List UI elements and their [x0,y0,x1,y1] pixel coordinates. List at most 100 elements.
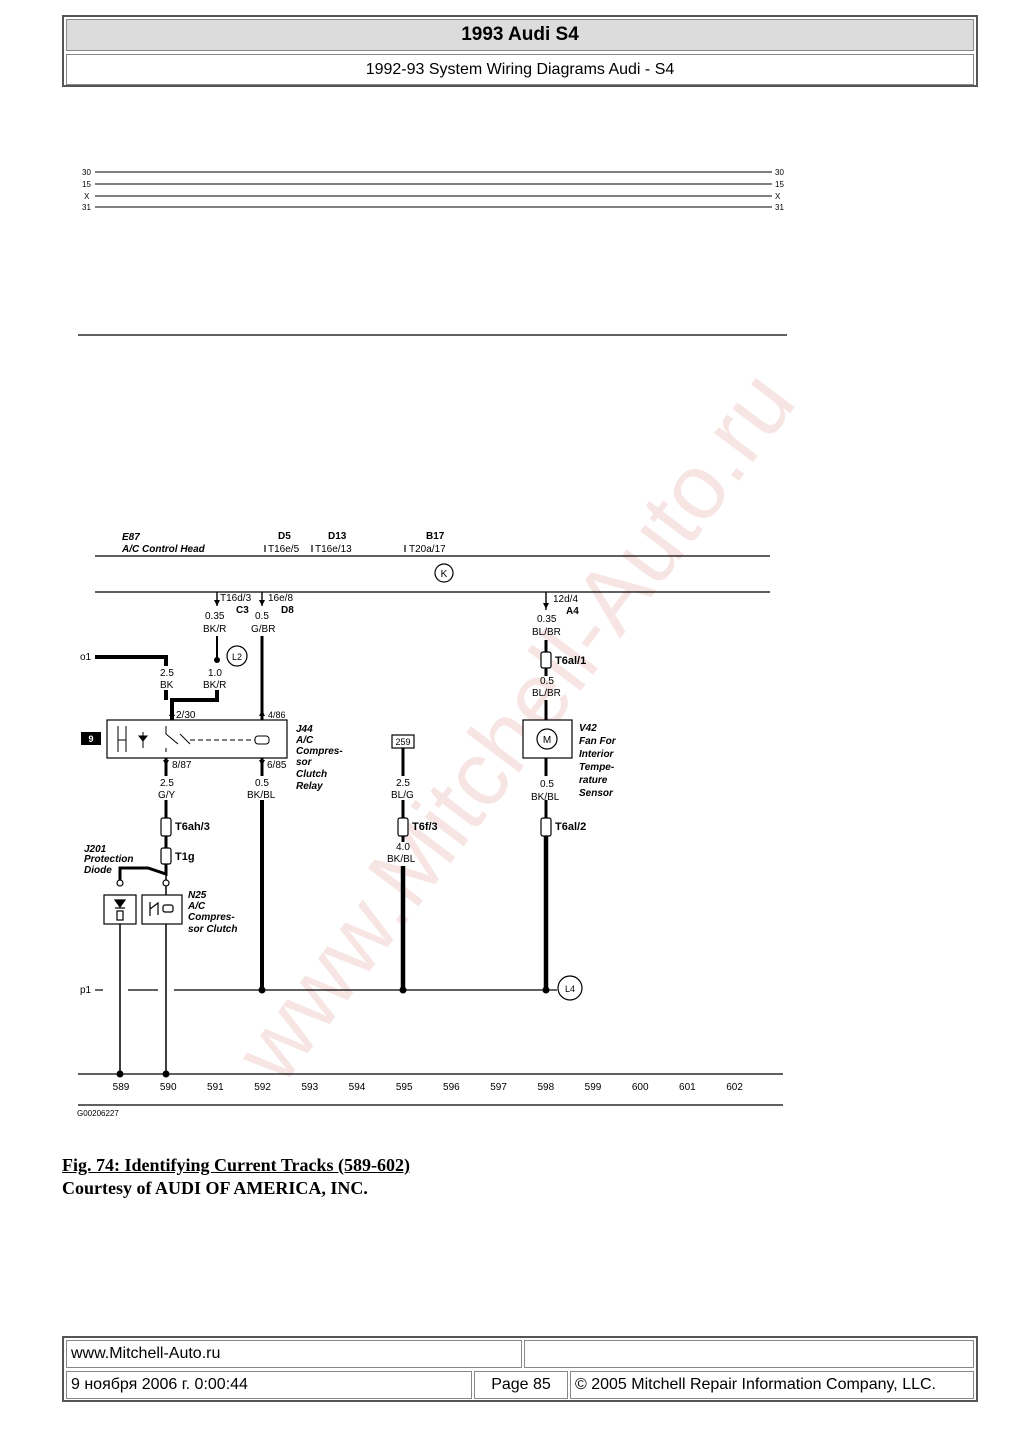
footer-page-number: Page 85 [474,1371,568,1399]
top-bus [95,171,772,208]
bus-label-30-left: 30 [82,168,91,177]
t16d3-label: T16d/3 [220,593,252,604]
bus-label-31-left: 31 [82,203,91,212]
t486-label: 4/86 [268,710,286,720]
t6f3-label: T6f/3 [412,821,438,833]
t12d4-label: 12d/4 [553,594,578,605]
t16e13-label: T16e/13 [315,544,352,555]
t16e5-label: T16e/5 [268,544,300,555]
wire-color-blg: BL/G [391,790,414,801]
wire-color-bkbl-2: BK/BL [387,854,416,865]
a4-label: A4 [566,606,579,617]
wire-color-gy: G/Y [158,790,176,801]
wire-size-25c: 2.5 [396,778,410,789]
wire-size-05c: 0.5 [540,676,554,687]
track-number: 597 [490,1082,507,1093]
track-number: 599 [585,1082,602,1093]
l4-connector: L4 [557,975,583,1001]
wire-size-05: 0.5 [255,611,269,622]
footer-date: 9 ноября 2006 г. 0:00:44 [66,1371,472,1399]
wire-size-25b: 2.5 [160,778,174,789]
k-connector-label: K [441,569,448,580]
bus-label-30-right: 30 [775,168,784,177]
t6ah3-label: T6ah/3 [175,821,210,833]
bus-label-15-left: 15 [82,180,91,189]
n25-compressor-clutch [141,879,183,925]
v42-fan-motor: M [522,719,573,759]
wire-size-035: 0.35 [205,611,225,622]
wire-color-bkr: BK/R [203,624,226,635]
wire-color-bk: BK [160,680,174,691]
ref-box-259-label: 259 [395,737,410,747]
ref-box-259: 259 [391,734,415,749]
t20a17-label: T20a/17 [409,544,446,555]
t16e8-label: 16e/8 [268,593,293,604]
l4-connector-label: L4 [565,984,575,994]
track-number: 594 [349,1082,366,1093]
l2-connector-label: L2 [232,652,242,662]
j44-relay: 9 2/30 4/86 8/87 6/85 [81,710,288,771]
track-number: 598 [537,1082,554,1093]
footer-site: www.Mitchell-Auto.ru [66,1340,522,1368]
j44-id: J44 [296,724,313,735]
n25-line1: A/C [187,901,206,912]
footer-copyright: © 2005 Mitchell Repair Information Compa… [570,1371,974,1399]
bus-label-31-right: 31 [775,203,784,212]
wire-size-05d: 0.5 [540,779,554,790]
n25-line2: Compres- [188,912,235,923]
figure-caption: Fig. 74: Identifying Current Tracks (589… [62,1154,410,1200]
v42-id: V42 [579,723,597,734]
wire-size-035b: 0.35 [537,614,557,625]
d13-label: D13 [328,531,347,542]
t6al1-label: T6al/1 [555,655,586,667]
v42-line5: Sensor [579,788,614,799]
t685-label: 6/85 [267,760,287,771]
j44-line4: Clutch [296,769,327,780]
v42-line3: Tempe- [579,762,615,773]
track-number: 589 [113,1082,130,1093]
v42-line1: Fan For [579,736,617,747]
connector-arrows [163,600,549,766]
document-title: 1993 Audi S4 [66,19,974,51]
document-subtitle: 1992-93 System Wiring Diagrams Audi - S4 [66,54,974,85]
junction-dots [116,657,550,1078]
track-number: 593 [301,1082,318,1093]
track-number: 600 [632,1082,649,1093]
track-number: 590 [160,1082,177,1093]
j201-protection-diode [103,879,137,925]
j201-line2: Diode [84,865,112,876]
j44-line3: sor [296,757,313,768]
v42-line2: Interior [579,749,615,760]
track-number: 602 [726,1082,743,1093]
wire-size-05b: 0.5 [255,778,269,789]
footer-empty-cell [524,1340,974,1368]
d8-label: D8 [281,605,294,616]
l2-connector: L2 [226,645,248,667]
t1g-label: T1g [175,851,195,863]
bus-label-15-right: 15 [775,180,784,189]
motor-symbol: M [543,735,551,746]
j44-line1: A/C [295,735,314,746]
relay-box-number: 9 [88,734,93,744]
c3-label: C3 [236,605,249,616]
track-number: 601 [679,1082,696,1093]
b17-label: B17 [426,531,445,542]
wire-color-bkbl: BK/BL [247,790,276,801]
bus-label-x-left: X [84,192,90,201]
n25-id: N25 [188,890,207,901]
wire-color-blbr: BL/BR [532,627,561,638]
control-head-band [95,545,770,593]
connector-plugs [160,651,552,865]
wire-color-bkr-2: BK/R [203,680,226,691]
t6al2-label: T6al/2 [555,821,586,833]
page-footer: www.Mitchell-Auto.ru 9 ноября 2006 г. 0:… [62,1336,978,1402]
j44-line2: Compres- [296,746,343,757]
wires [78,592,783,1106]
wire-color-gbr: G/BR [251,624,275,635]
wire-color-bkbl-3: BK/BL [531,792,560,803]
j44-line5: Relay [296,781,323,792]
v42-line4: rature [579,775,608,786]
o1-label: o1 [80,652,92,663]
